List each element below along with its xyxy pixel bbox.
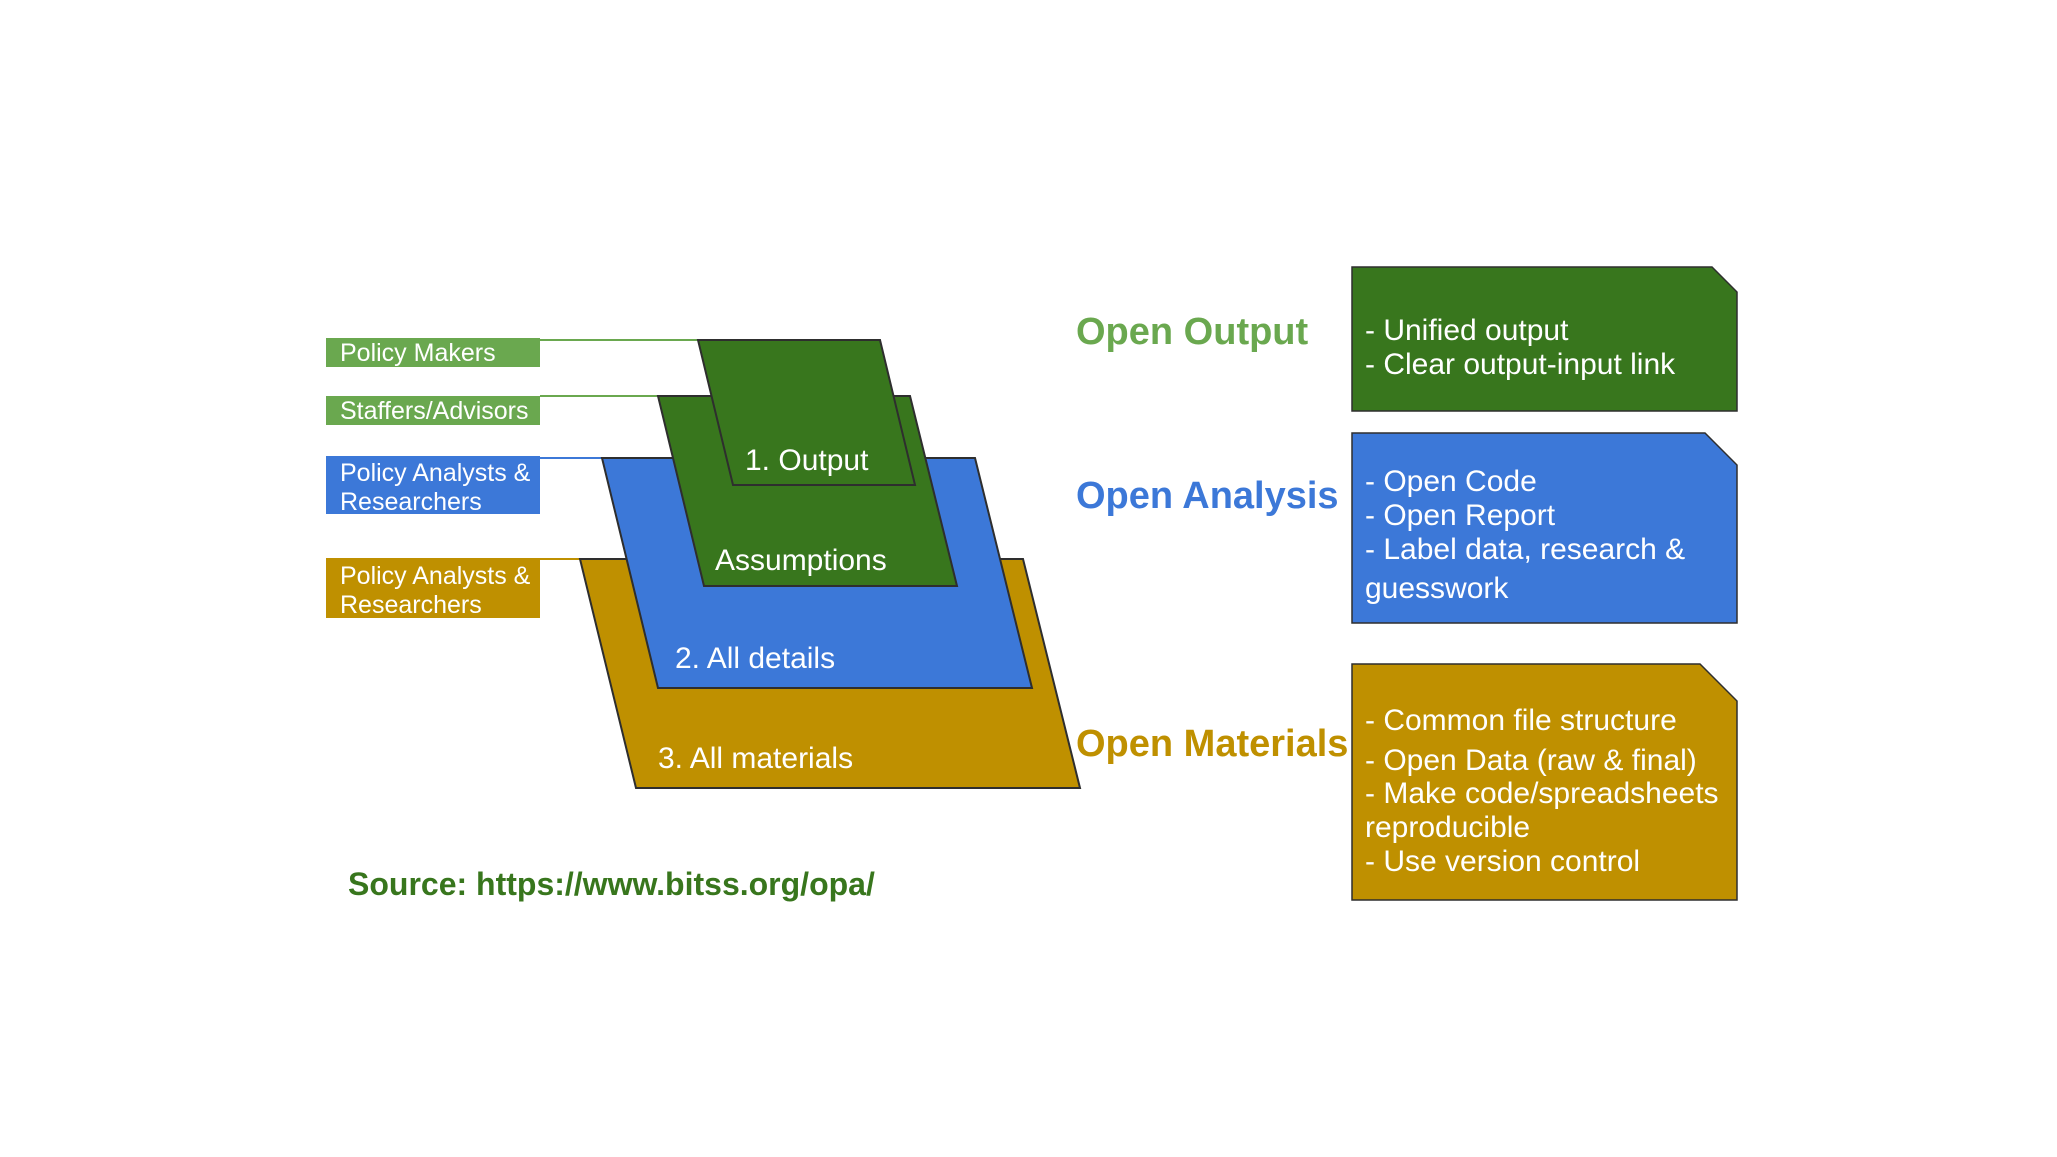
open-analysis-item: - Label data, research &	[1365, 533, 1685, 566]
open-output-title: Open Output	[1076, 311, 1309, 353]
open-materials-item: - Use version control	[1365, 845, 1640, 878]
open-analysis-item: - Open Code	[1365, 465, 1537, 498]
layer-label-assumptions: Assumptions	[715, 544, 887, 577]
layer-label-all-materials: 3. All materials	[658, 742, 853, 775]
source-citation: Source: https://www.bitss.org/opa/	[348, 866, 875, 902]
layer-label-output: 1. Output	[745, 444, 869, 477]
open-output-box: - Unified output - Clear output-input li…	[1351, 266, 1738, 412]
open-analysis-item: guesswork	[1365, 572, 1509, 605]
open-output-item: - Unified output	[1365, 314, 1569, 347]
open-materials-box: - Common file structure - Open Data (raw…	[1351, 663, 1738, 901]
layer-label-all-details: 2. All details	[675, 642, 835, 675]
audience-label-text: Policy Analysts &	[340, 562, 531, 590]
open-materials-title: Open Materials	[1076, 723, 1348, 765]
audience-label-text: Staffers/Advisors	[340, 397, 529, 425]
open-materials-item: - Common file structure	[1365, 704, 1677, 737]
open-materials-item: - Open Data (raw & final)	[1365, 744, 1697, 777]
open-materials-item: reproducible	[1365, 811, 1530, 844]
audience-label-policy-makers: Policy Makers	[326, 338, 540, 367]
audience-label-staffers: Staffers/Advisors	[326, 396, 540, 425]
open-materials-item: - Make code/spreadsheets	[1365, 777, 1719, 810]
layer-output: 1. Output	[696, 339, 917, 486]
open-analysis-title: Open Analysis	[1076, 475, 1339, 517]
audience-label-text: Researchers	[340, 591, 482, 619]
audience-label-text: Policy Makers	[340, 339, 496, 367]
audience-label-text: Researchers	[340, 488, 482, 516]
open-output-item: - Clear output-input link	[1365, 348, 1676, 381]
audience-label-analysts-blue: Policy Analysts & Researchers	[326, 456, 540, 516]
audience-label-text: Policy Analysts &	[340, 459, 531, 487]
open-analysis-box: - Open Code - Open Report - Label data, …	[1351, 432, 1738, 624]
audience-label-analysts-gold: Policy Analysts & Researchers	[326, 558, 540, 619]
open-analysis-item: - Open Report	[1365, 499, 1556, 532]
